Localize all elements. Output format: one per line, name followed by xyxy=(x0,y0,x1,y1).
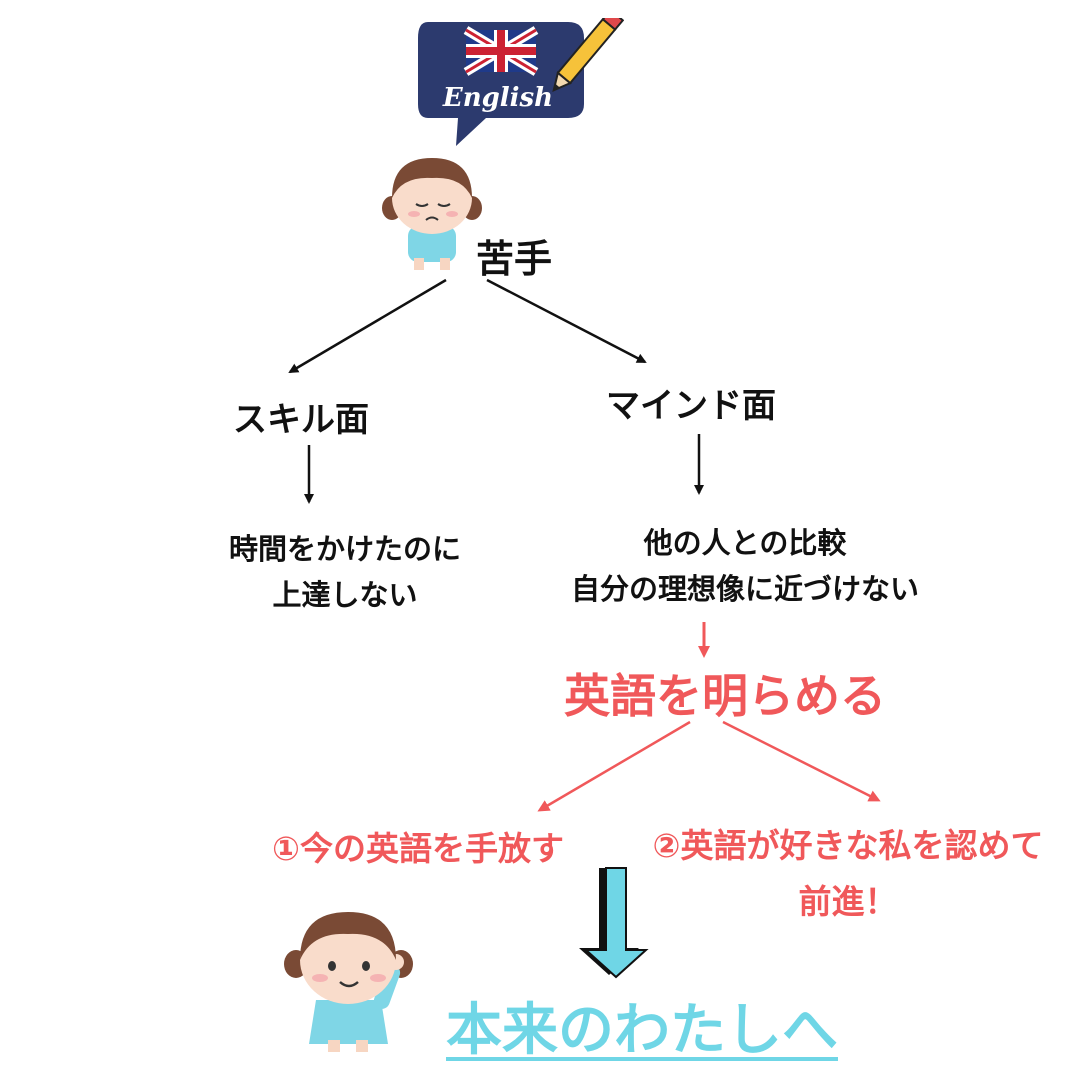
mind-branch-label: マインド面 xyxy=(606,386,776,426)
option-two: ②英語が好きな私を認めて 前進！ xyxy=(622,818,1074,930)
arrow-root-to-skill xyxy=(288,278,447,374)
english-label: English xyxy=(442,83,553,113)
big-down-arrow-icon xyxy=(579,867,649,979)
mind-result-line2: 自分の理想像に近づけない xyxy=(570,572,919,606)
option-two-line2: 前進！ xyxy=(798,882,898,921)
english-badge: English xyxy=(418,18,624,146)
option-one-label: ①今の英語を手放す xyxy=(272,829,564,868)
pencil-icon xyxy=(552,18,624,92)
arrow-giveup-to-opt1 xyxy=(537,720,691,812)
mind-result-line1: 他の人との比較 xyxy=(643,526,847,560)
skill-result-line2: 上達しない xyxy=(272,578,418,612)
option-two-line1: ②英語が好きな私を認めて xyxy=(652,826,1044,865)
arrow-giveup-to-opt2 xyxy=(722,720,881,802)
skill-branch-label: スキル面 xyxy=(233,400,369,440)
skill-result: 時間をかけたのに 上達しない xyxy=(190,526,500,618)
uk-flag-icon xyxy=(463,26,539,76)
arrow-root-to-mind xyxy=(486,278,647,364)
sad-girl-illustration xyxy=(382,158,482,270)
skill-result-line1: 時間をかけたのに xyxy=(228,532,461,566)
turning-point-label: 英語を明らめる xyxy=(564,669,886,723)
root-label: 苦手 xyxy=(476,237,553,281)
goal-label: 本来のわたしへ xyxy=(446,998,838,1063)
mind-result: 他の人との比較 自分の理想像に近づけない xyxy=(540,520,950,612)
happy-girl-illustration xyxy=(284,912,413,1052)
